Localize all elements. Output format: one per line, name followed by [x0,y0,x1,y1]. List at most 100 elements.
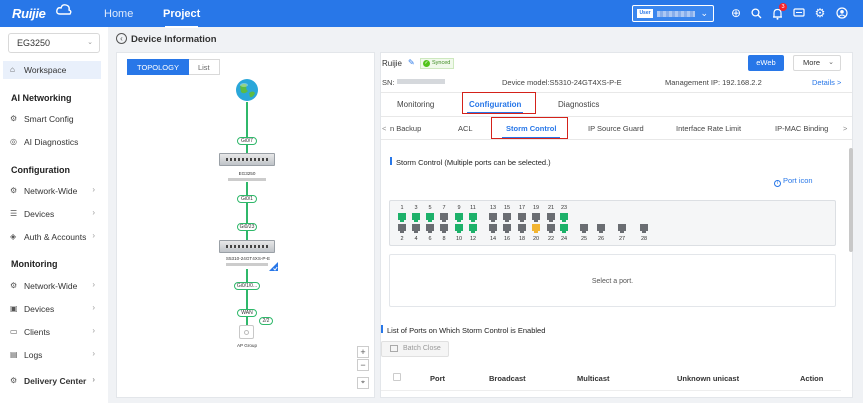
port-17[interactable] [518,213,526,222]
port-11[interactable] [469,213,477,222]
sidebar-item-network-wide[interactable]: ⚙Network-Wide› [3,182,101,200]
zoom-in-button[interactable]: + [357,346,369,358]
subtab-acl[interactable]: ACL [458,124,473,133]
gateway-name: EG3250 [238,171,256,176]
sidebar-item-delivery-center[interactable]: ⚙Delivery Center› [3,372,101,390]
subtab-config-backup[interactable]: n Backup [390,124,422,133]
port-22[interactable] [547,224,555,233]
account-selector[interactable]: User ⌄ [632,5,714,22]
sidebar-item-ai-diagnostics[interactable]: ◎AI Diagnostics [3,133,101,151]
add-icon[interactable]: ⊕ [730,6,742,20]
nav-project[interactable]: Project [163,8,201,28]
back-arrow-icon[interactable]: ‹ [116,33,127,44]
bell-icon[interactable] [770,5,784,21]
port-5[interactable] [426,213,434,222]
port-number: 2 [400,236,404,242]
port-2[interactable] [398,224,406,233]
chevron-down-icon: ⌄ [828,59,834,66]
sfp-port-27[interactable] [618,224,626,233]
sfp-port-26[interactable] [597,224,605,233]
batch-close-button[interactable]: Batch Close [381,341,449,357]
port-3[interactable] [412,213,420,222]
selected-corner-icon [269,262,278,271]
subtab-next-arrow[interactable]: > [843,124,848,133]
sidebar-item-devices[interactable]: ☰Devices› [3,205,101,223]
sidebar-item-monitoring-network-wide[interactable]: ⚙Network-Wide› [3,277,101,295]
scrollbar[interactable] [849,148,853,252]
sidebar-item-logs[interactable]: ▤Logs› [3,346,101,364]
fit-view-icon[interactable]: ⌖ [357,377,369,389]
sidebar-item-workspace[interactable]: ⌂Workspace [3,61,101,79]
delivery-icon: ⚙ [10,376,18,385]
ap-group-icon[interactable] [239,325,254,339]
port-15[interactable] [503,213,511,222]
sync-status-text: Synced [432,60,451,66]
port-9[interactable] [455,213,463,222]
message-icon[interactable] [792,5,806,21]
port-12[interactable] [469,224,477,233]
port-16[interactable] [503,224,511,233]
sidebar-item-monitoring-devices[interactable]: ▣Devices› [3,300,101,318]
port-1[interactable] [398,213,406,222]
ruijie-logo: Ruijie [12,4,72,21]
edit-icon[interactable]: ✎ [408,58,415,67]
port-number: 23 [560,205,568,211]
port-21[interactable] [547,213,555,222]
select-all-checkbox[interactable] [393,373,401,381]
port-number: 14 [489,236,497,242]
port-number: 22 [547,236,555,242]
tab-diagnostics[interactable]: Diagnostics [558,100,600,109]
port-23[interactable] [560,213,568,222]
gear-icon[interactable]: ⚙ [814,6,826,20]
search-icon[interactable] [749,5,763,21]
project-selector[interactable]: EG3250⌄ [8,33,100,53]
sidebar-item-clients[interactable]: ▭Clients› [3,323,101,341]
switch-device-icon[interactable] [219,240,275,253]
zoom-out-button[interactable]: − [357,359,369,371]
column-port: Port [430,374,445,383]
port-4[interactable] [412,224,420,233]
sidebar-item-label: Network-Wide [24,281,78,291]
subtab-prev-arrow[interactable]: < [382,124,387,133]
port-8[interactable] [440,224,448,233]
port-24[interactable] [560,224,568,233]
tab-list[interactable]: List [188,59,220,75]
eweb-button[interactable]: eWeb [748,55,784,71]
tab-topology[interactable]: TOPOLOGY [127,59,189,75]
more-label: More [803,58,821,67]
port-label-gi0-7: Gi0/7 [237,137,257,145]
port-14[interactable] [489,224,497,233]
port-number: 16 [503,236,511,242]
port-20[interactable] [532,224,540,233]
port-number: 21 [547,205,555,211]
user-icon[interactable] [835,5,849,21]
port-19[interactable] [532,213,540,222]
chevron-right-icon: › [92,326,95,335]
port-label-wan: WAN [237,309,257,317]
subtab-ip-source-guard[interactable]: IP Source Guard [588,124,644,133]
nav-home[interactable]: Home [104,8,134,20]
more-button[interactable]: More ⌄ [793,55,841,71]
tab-monitoring[interactable]: Monitoring [397,100,435,109]
port-10[interactable] [455,224,463,233]
port-7[interactable] [440,213,448,222]
sidebar-item-smart-config[interactable]: ⚙Smart Config [3,110,101,128]
port-13[interactable] [489,213,497,222]
details-link[interactable]: Details > [812,78,842,87]
masked-switch-info [226,263,268,266]
sfp-port-28[interactable] [640,224,648,233]
link-line [246,102,248,154]
port-18[interactable] [518,224,526,233]
top-bar: Ruijie Home Project User ⌄ ⊕ 3 ⚙ [0,0,863,28]
sfp-port-25[interactable] [580,224,588,233]
view-toggle: TOPOLOGY List [127,59,220,75]
port-6[interactable] [426,224,434,233]
account-tag: User [637,9,653,18]
section-marker [381,325,383,333]
subtab-interface-rate-limit[interactable]: Interface Rate Limit [676,124,742,133]
subtab-ip-mac-binding[interactable]: IP-MAC Binding [775,124,829,133]
sidebar-item-auth-accounts[interactable]: ◈Auth & Accounts› [3,228,101,246]
port-number: 6 [428,236,432,242]
gateway-device-icon[interactable] [219,153,275,166]
